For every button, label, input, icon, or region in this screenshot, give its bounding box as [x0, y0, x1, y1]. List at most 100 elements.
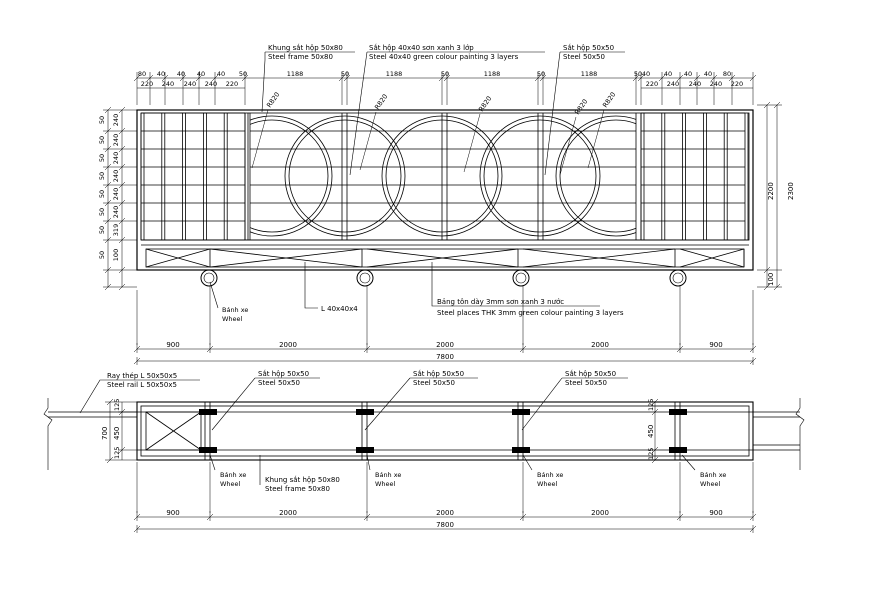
radius-leader [559, 116, 577, 176]
dim-left-a-0: 50 [98, 116, 106, 124]
dim-top-15: 40 [664, 70, 672, 78]
dim-left-b-3: 240 [112, 170, 120, 182]
dim-top-14: 40 [642, 70, 650, 78]
wheel-hub [515, 272, 527, 284]
note-rail-en: Steel rail L 50x50x5 [107, 381, 177, 389]
brace [679, 248, 745, 268]
note-frame-en: Steel frame 50x80 [268, 53, 333, 61]
note-post-vn-2: Sắt hộp 50x50 [413, 369, 464, 378]
dim-top-4: 40 [217, 70, 225, 78]
note-post-vn-3: Sắt hộp 50x50 [565, 369, 616, 378]
dim-height-base: 100 [767, 273, 775, 286]
dim-left-b-7: 100 [112, 249, 120, 261]
dim-top-10: 1188 [484, 70, 501, 78]
dim-bottom-elev-1: 2000 [279, 341, 297, 349]
wheel-hub [672, 272, 684, 284]
wheel [356, 269, 374, 287]
dim-top-1: 40 [157, 70, 165, 78]
gate-plan [43, 398, 805, 470]
plan-dim-inner: 450 [113, 427, 121, 440]
plan-dim-r-bot: 125 [647, 448, 655, 460]
left-grid-panel [140, 112, 249, 241]
note-frame-en-plan: Steel frame 50x80 [265, 485, 330, 493]
wheel [200, 269, 218, 287]
note-wheel-en-3: Wheel [537, 480, 558, 488]
note-wheel-vn-1: Bánh xe [220, 471, 246, 479]
dim-left-a-4: 50 [98, 190, 106, 198]
note-post-en: Steel 50x50 [563, 53, 605, 61]
dim-left-a-5: 50 [98, 208, 106, 216]
dim-top-9: 50 [441, 70, 449, 78]
dim-sub-6: 240 [667, 80, 679, 88]
top-dimensions [133, 72, 757, 105]
dim-left-a-3: 50 [98, 172, 106, 180]
dim-top-7: 50 [341, 70, 349, 78]
dim-bottom-plan-3: 2000 [591, 509, 609, 517]
radius-label-1: R820 [373, 93, 389, 111]
radius-label-4: R820 [601, 91, 617, 109]
dim-top-5: 50 [239, 70, 247, 78]
dim-left-b-2: 240 [112, 152, 120, 164]
ring [479, 115, 601, 237]
dim-bottom-elev-2: 2000 [436, 341, 454, 349]
dim-top-6: 1188 [287, 70, 304, 78]
wheel [669, 269, 687, 287]
dim-bottom-plan-4: 900 [709, 509, 722, 517]
bottom-dimensions-plan [133, 462, 757, 533]
dim-height-total: 2300 [787, 182, 795, 200]
dim-bottom-plan-0: 900 [166, 509, 179, 517]
note-infill-en: Steel 40x40 green colour painting 3 laye… [369, 53, 519, 61]
note-rail-vn: Ray thép L 50x50x5 [107, 372, 177, 380]
dim-sub-3: 240 [205, 80, 217, 88]
note-wheel-en-4: Wheel [700, 480, 721, 488]
ring [288, 119, 402, 233]
bottom-bracing [145, 248, 745, 268]
dim-left-a-7: 50 [98, 251, 106, 259]
left-dimensions [103, 106, 137, 291]
brace [522, 248, 676, 268]
dim-top-16: 40 [684, 70, 692, 78]
dim-bottom-elev-total: 7800 [436, 353, 454, 361]
dim-sub-2: 240 [184, 80, 196, 88]
wheels-elevation [200, 269, 687, 287]
dim-top-3: 40 [197, 70, 205, 78]
note-post-en-3: Steel 50x50 [565, 379, 607, 387]
dim-top-13: 50 [634, 70, 642, 78]
radius-leader [463, 113, 481, 173]
dim-left-b-6: 319 [112, 224, 120, 236]
brace [145, 248, 211, 268]
dim-sub-0: 220 [141, 80, 153, 88]
dim-sub-1: 240 [162, 80, 174, 88]
ring [284, 115, 406, 237]
note-angle: L 40x40x4 [321, 305, 358, 313]
ring [381, 115, 503, 237]
gate-elevation [136, 109, 754, 271]
dim-top-18: 80 [723, 70, 731, 78]
dim-top-12: 1188 [581, 70, 598, 78]
wheel [512, 269, 530, 287]
note-post-vn: Sắt hộp 50x50 [563, 43, 614, 52]
dim-left-b-4: 240 [112, 188, 120, 200]
note-wheel-en-2: Wheel [375, 480, 396, 488]
ring [555, 115, 636, 237]
dim-height-frame: 2200 [767, 182, 775, 200]
dim-sub-4: 220 [226, 80, 238, 88]
wheels-plan [199, 409, 687, 453]
note-infill-vn: Sắt hộp 40x40 sơn xanh 3 lớp [369, 43, 474, 52]
plan-dim-bot: 125 [113, 447, 121, 459]
dim-top-17: 40 [704, 70, 712, 78]
brace [366, 248, 519, 268]
radius-leader [251, 109, 269, 169]
ring [483, 119, 597, 233]
note-frame-vn-plan: Khung sắt hộp 50x80 [265, 475, 340, 484]
dim-left-b-1: 240 [112, 134, 120, 146]
dim-bottom-elev-3: 2000 [591, 341, 609, 349]
note-post-en-2: Steel 50x50 [413, 379, 455, 387]
plan-dim-r-top: 125 [647, 399, 655, 411]
dim-left-b-5: 240 [112, 206, 120, 218]
dim-top-8: 1188 [386, 70, 403, 78]
note-wheel-en: Wheel [222, 315, 243, 323]
note-wheel-vn-2: Bánh xe [375, 471, 401, 479]
radius-leader [587, 109, 605, 169]
